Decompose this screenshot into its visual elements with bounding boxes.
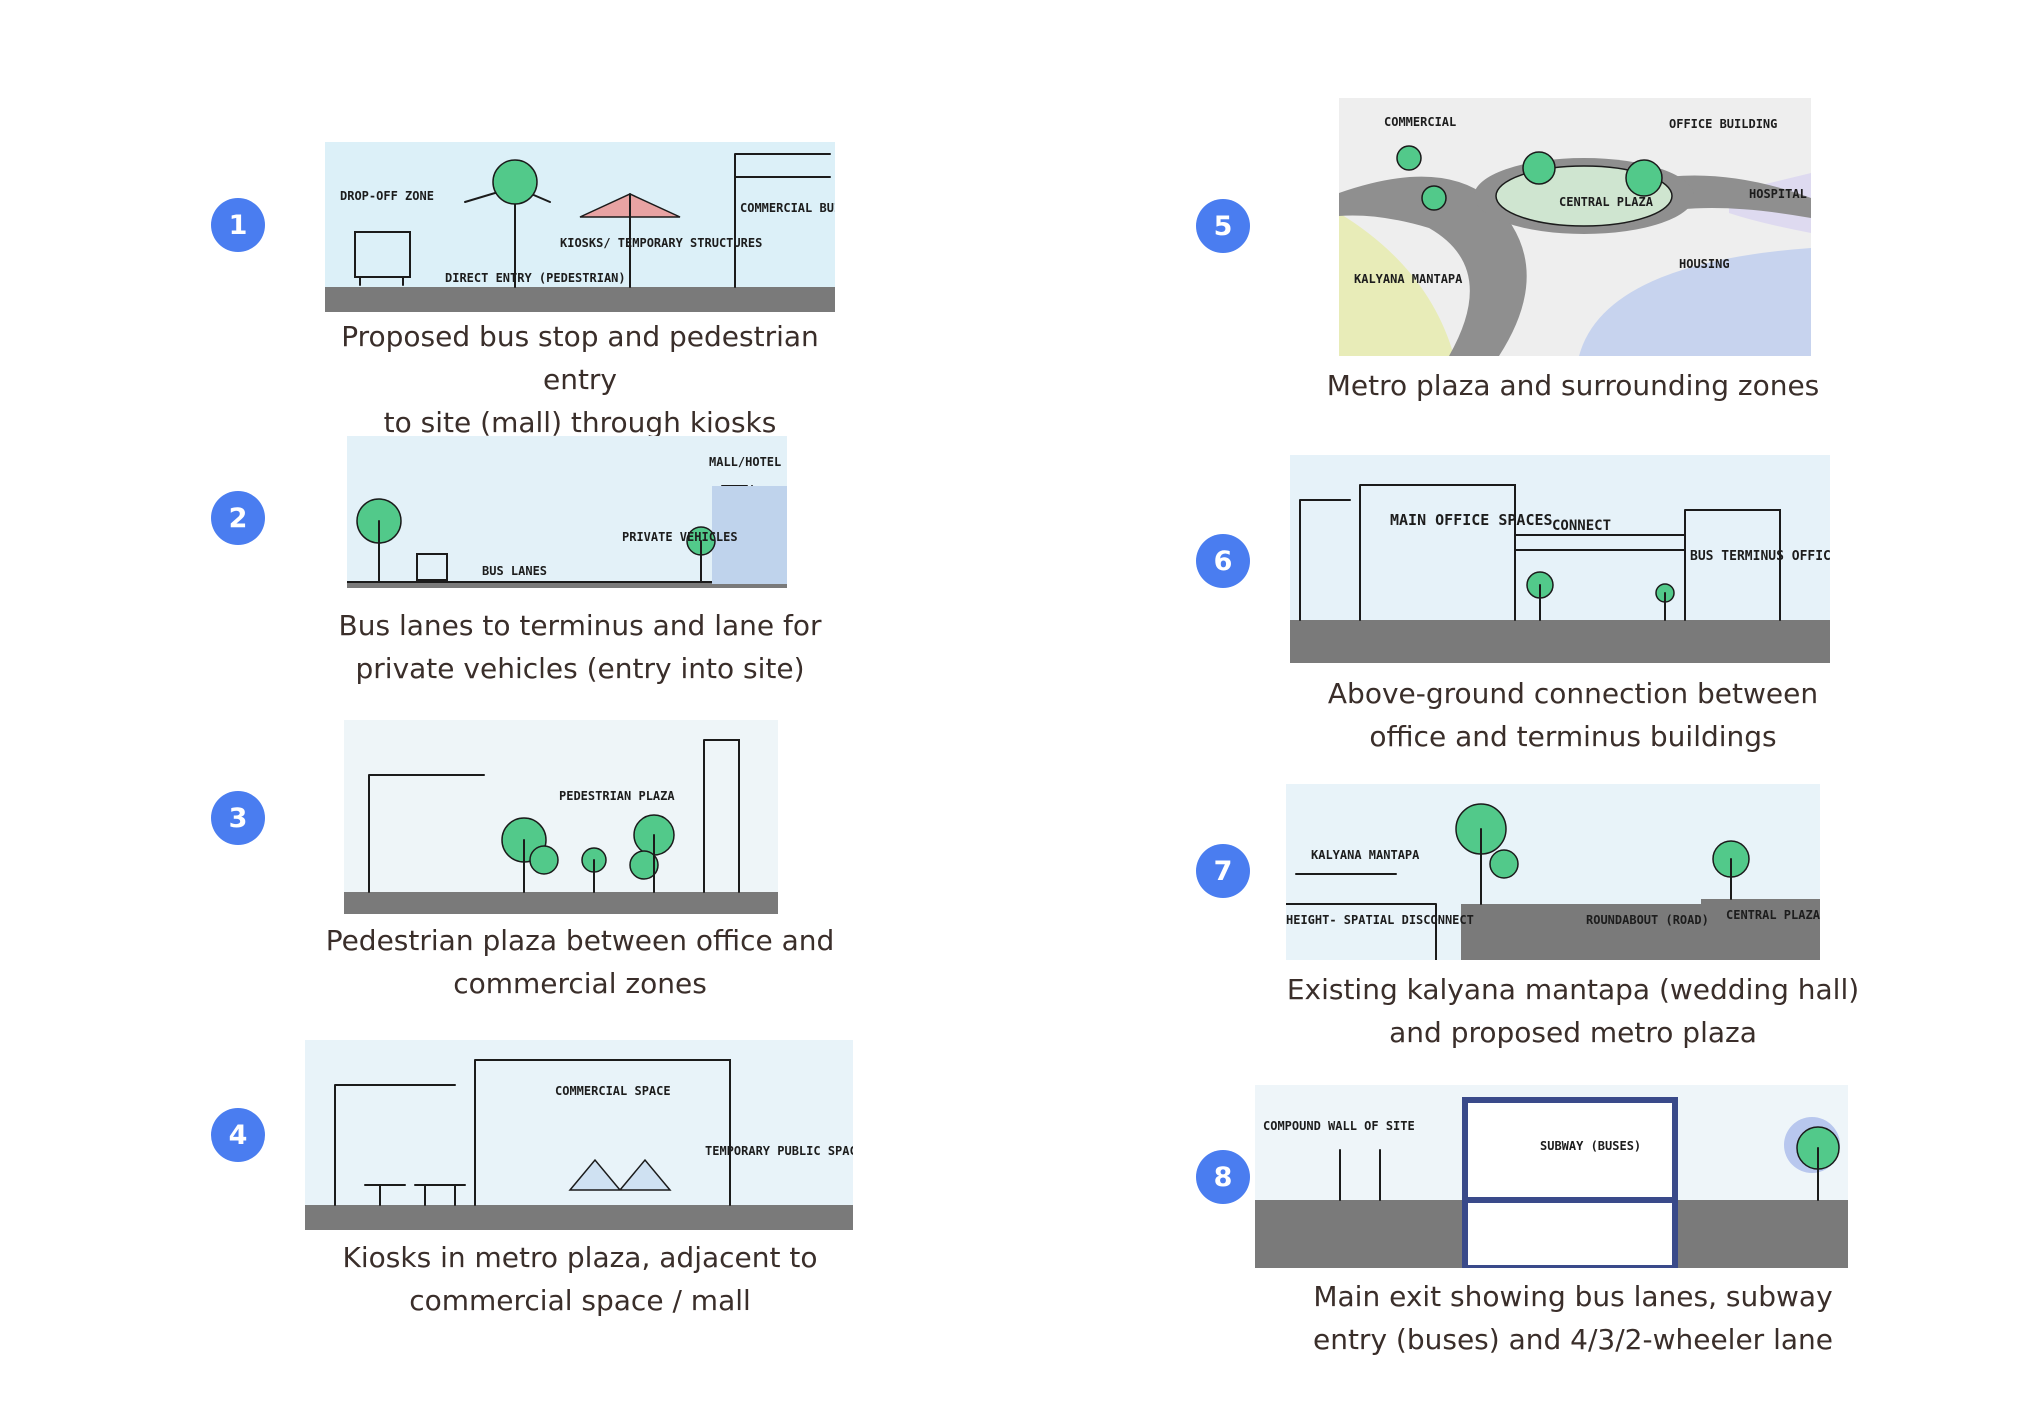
sketch-section-connection: MAIN OFFICE SPACES CONNECT BUS TERMINUS … bbox=[1290, 455, 1830, 663]
svg-text:HOUSING: HOUSING bbox=[1679, 257, 1730, 271]
panel-number-badge: 5 bbox=[1196, 199, 1250, 253]
caption-7: Existing kalyana mantapa (wedding hall)a… bbox=[1286, 973, 1860, 1049]
sketch-section-kalyana-mantapa: KALYANA MANTAPA HEIGHT- SPATIAL DISCONNE… bbox=[1286, 784, 1820, 960]
svg-text:BUS LANES: BUS LANES bbox=[482, 564, 547, 578]
svg-text:PRIVATE VEHICLES: PRIVATE VEHICLES bbox=[622, 530, 738, 544]
svg-text:ROUNDABOUT (ROAD): ROUNDABOUT (ROAD) bbox=[1586, 913, 1709, 927]
sketch-section-pedestrian-plaza: PEDESTRIAN PLAZA bbox=[344, 720, 778, 914]
sketch-section-main-exit: COMPOUND WALL OF SITE SUBWAY (BUSES) bbox=[1255, 1085, 1848, 1268]
svg-text:HEIGHT- SPATIAL DISCONNECT: HEIGHT- SPATIAL DISCONNECT bbox=[1286, 913, 1474, 927]
sketch-section-bus-stop: DROP-OFF ZONE COMMERCIAL BUILDING KIOSKS… bbox=[325, 142, 835, 312]
svg-text:OFFICE BUILDING: OFFICE BUILDING bbox=[1669, 117, 1777, 131]
svg-text:MAIN OFFICE SPACES: MAIN OFFICE SPACES bbox=[1390, 511, 1553, 529]
svg-text:COMMERCIAL: COMMERCIAL bbox=[1384, 115, 1456, 129]
svg-text:KIOSKS/ TEMPORARY STRUCTURES: KIOSKS/ TEMPORARY STRUCTURES bbox=[560, 236, 762, 250]
svg-text:DROP-OFF ZONE: DROP-OFF ZONE bbox=[340, 189, 434, 203]
svg-text:SUBWAY (BUSES): SUBWAY (BUSES) bbox=[1540, 1139, 1641, 1153]
svg-text:KALYANA MANTAPA: KALYANA MANTAPA bbox=[1354, 272, 1463, 286]
caption-5: Metro plaza and surrounding zones bbox=[1326, 369, 1820, 402]
svg-text:BUS TERMINUS OFFICE BUILDING: BUS TERMINUS OFFICE BUILDING bbox=[1690, 549, 1830, 564]
svg-text:KALYANA MANTAPA: KALYANA MANTAPA bbox=[1311, 848, 1420, 862]
svg-text:PEDESTRIAN PLAZA: PEDESTRIAN PLAZA bbox=[559, 789, 675, 803]
panel-number-badge: 3 bbox=[211, 791, 265, 845]
svg-text:CONNECT: CONNECT bbox=[1552, 518, 1611, 534]
panel-number-badge: 1 bbox=[211, 198, 265, 252]
svg-text:DIRECT ENTRY (PEDESTRIAN): DIRECT ENTRY (PEDESTRIAN) bbox=[445, 271, 626, 285]
svg-text:COMMERCIAL SPACE: COMMERCIAL SPACE bbox=[555, 1084, 671, 1098]
panel-number-badge: 7 bbox=[1196, 844, 1250, 898]
panel-number-badge: 2 bbox=[211, 491, 265, 545]
svg-text:TEMPORARY PUBLIC SPACES- KIOSK: TEMPORARY PUBLIC SPACES- KIOSKS, SHOPS bbox=[705, 1144, 853, 1158]
svg-text:HOSPITAL: HOSPITAL bbox=[1749, 187, 1807, 201]
svg-text:CENTRAL PLAZA: CENTRAL PLAZA bbox=[1726, 908, 1820, 922]
panel-number-badge: 4 bbox=[211, 1108, 265, 1162]
sketch-section-kiosks: COMMERCIAL SPACE TEMPORARY PUBLIC SPACES… bbox=[305, 1040, 853, 1230]
panel-number-badge: 8 bbox=[1196, 1150, 1250, 1204]
svg-text:COMMERCIAL BUILDING: COMMERCIAL BUILDING bbox=[740, 201, 835, 215]
sketch-section-bus-lanes: MALL/HOTEL PRIVATE VEHICLES BUS LANES bbox=[347, 436, 787, 600]
svg-text:CENTRAL PLAZA: CENTRAL PLAZA bbox=[1559, 195, 1654, 209]
svg-text:COMPOUND WALL OF SITE: COMPOUND WALL OF SITE bbox=[1263, 1119, 1415, 1133]
sketch-plan-metro-plaza: COMMERCIAL OFFICE BUILDING CENTRAL PLAZA… bbox=[1339, 98, 1811, 356]
panel-number-badge: 6 bbox=[1196, 534, 1250, 588]
svg-text:MALL/HOTEL: MALL/HOTEL bbox=[709, 455, 781, 469]
